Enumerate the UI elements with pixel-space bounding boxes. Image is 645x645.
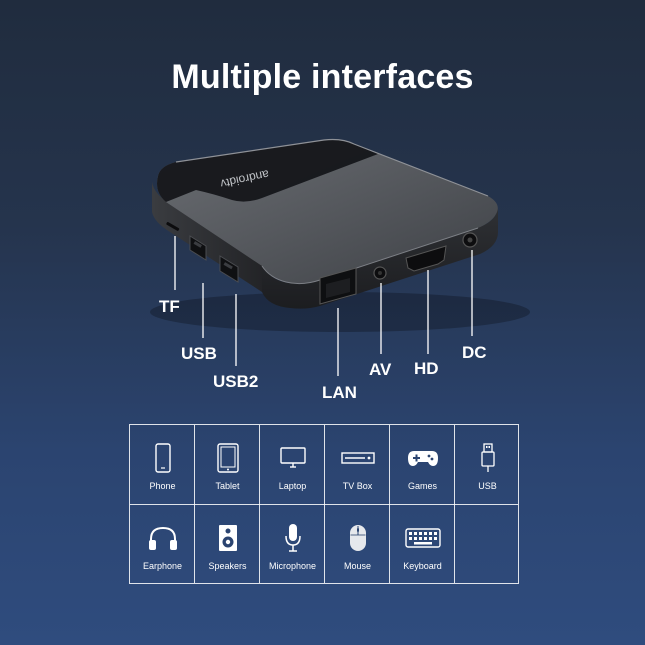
keyboard-icon xyxy=(404,528,441,548)
device-cell-games: Games xyxy=(390,425,455,503)
headphones-icon xyxy=(148,526,177,550)
gamepad-icon xyxy=(407,451,438,466)
usb-icon xyxy=(480,443,495,472)
device-cell-speakers: Speakers xyxy=(195,505,260,583)
device-cell-earphone: Earphone xyxy=(130,505,195,583)
port-label-hd: HD xyxy=(414,359,439,378)
device-cell-phone: Phone xyxy=(130,425,195,503)
device-label: Laptop xyxy=(278,481,307,491)
device-label: Speakers xyxy=(208,561,247,571)
tv-box-device-illustration: androidtv xyxy=(150,138,530,332)
speaker-icon xyxy=(218,525,237,551)
tablet-icon xyxy=(216,443,239,473)
device-label: USB xyxy=(478,481,497,491)
device-label: Phone xyxy=(149,481,176,491)
device-label: Mouse xyxy=(343,561,371,571)
tv-box-icon xyxy=(340,452,375,464)
phone-icon xyxy=(154,443,171,473)
mouse-icon xyxy=(349,525,366,551)
port-label-usb: USB xyxy=(181,344,217,363)
device-label: Earphone xyxy=(142,561,183,571)
device-cell-microphone: Microphone xyxy=(260,505,325,583)
device-label: Keyboard xyxy=(403,561,442,571)
microphone-icon xyxy=(284,524,301,552)
device-label: Microphone xyxy=(268,561,317,571)
device-cell-tv-box: TV Box xyxy=(325,425,390,503)
device-label: Tablet xyxy=(215,481,240,491)
page-title: Multiple interfaces xyxy=(171,58,474,96)
device-cell-usb: USB xyxy=(455,425,520,503)
port-label-tf: TF xyxy=(159,297,180,316)
port-label-usb2: USB2 xyxy=(213,372,259,391)
device-cell-keyboard: Keyboard xyxy=(390,505,455,583)
laptop-icon xyxy=(279,447,306,468)
device-label: TV Box xyxy=(342,481,373,491)
device-cell-mouse: Mouse xyxy=(325,505,390,583)
port-label-lan: LAN xyxy=(322,383,357,402)
device-cell-tablet: Tablet xyxy=(195,425,260,503)
device-cell-laptop: Laptop xyxy=(260,425,325,503)
compatible-devices-grid: Phone Tablet Laptop TV Box Games USB Ear… xyxy=(129,424,519,584)
port-label-av: AV xyxy=(369,360,392,379)
device-label: Games xyxy=(407,481,437,491)
port-label-dc: DC xyxy=(462,343,487,362)
